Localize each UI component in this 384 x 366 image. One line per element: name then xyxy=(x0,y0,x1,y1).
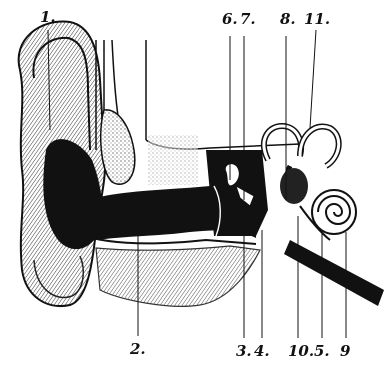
label-1: 1. xyxy=(40,10,56,25)
label-10: 10. xyxy=(288,344,314,359)
label-5: 5. xyxy=(314,344,330,359)
label-4: 4. xyxy=(254,344,270,359)
label-2: 2. xyxy=(130,342,146,357)
label-8: 8. xyxy=(280,12,296,27)
label-6: 6. xyxy=(222,12,238,27)
middle-ear xyxy=(206,150,268,236)
label-3: 3. xyxy=(236,344,252,359)
label-9: 9 xyxy=(340,344,350,359)
inner-ear xyxy=(264,126,384,306)
temporal-bone xyxy=(96,40,300,185)
auricle xyxy=(19,22,105,306)
label-11: 11. xyxy=(304,12,330,27)
label-7: 7. xyxy=(240,12,256,27)
